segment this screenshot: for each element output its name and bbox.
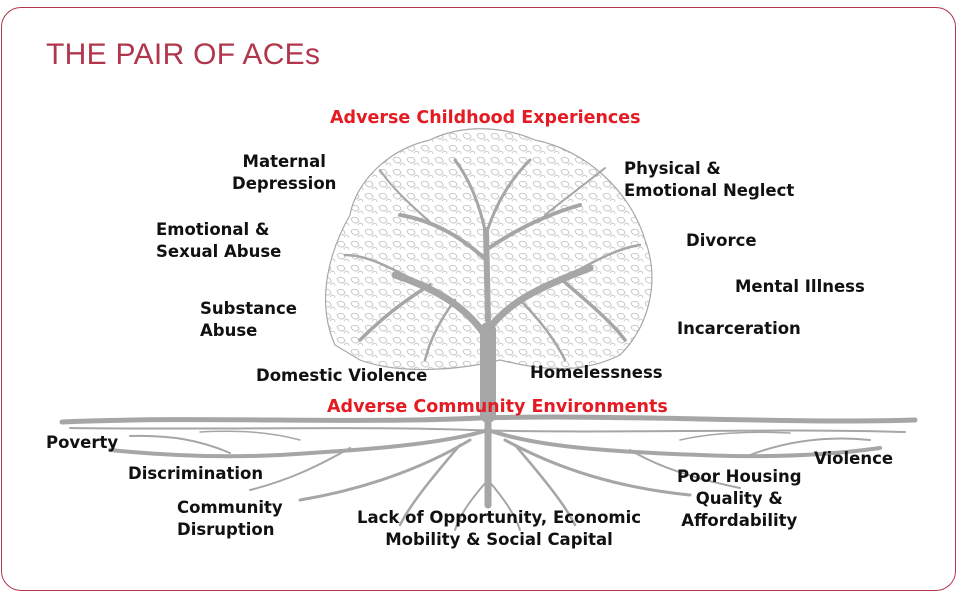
label-line: Quality & xyxy=(695,489,783,508)
label-line: Depression xyxy=(232,174,337,193)
ground-line xyxy=(59,414,918,433)
label-lack-of-opportunity: Lack of Opportunity, Economic Mobility &… xyxy=(357,507,641,551)
label-maternal-depression: Maternal Depression xyxy=(232,151,336,195)
label-homelessness: Homelessness xyxy=(530,363,663,382)
label-line: Substance xyxy=(200,299,298,318)
label-line: Abuse xyxy=(200,321,258,340)
label-line: Disruption xyxy=(177,520,275,539)
label-substance-abuse: Substance Abuse xyxy=(200,298,297,342)
slide-title: THE PAIR OF ACEs xyxy=(46,38,321,71)
label-mental-illness: Mental Illness xyxy=(735,277,865,296)
label-poor-housing: Poor Housing Quality & Affordability xyxy=(677,466,802,532)
label-line: Mobility & Social Capital xyxy=(385,530,613,549)
label-line: Emotional & xyxy=(156,220,270,239)
label-line: Poor Housing xyxy=(677,467,802,486)
label-incarceration: Incarceration xyxy=(677,319,801,338)
label-domestic-violence: Domestic Violence xyxy=(256,366,428,385)
label-discrimination: Discrimination xyxy=(128,464,264,483)
tree-roots xyxy=(108,416,882,531)
adverse-childhood-heading: Adverse Childhood Experiences xyxy=(330,108,641,128)
label-poverty: Poverty xyxy=(46,433,119,452)
tree-branches xyxy=(343,158,642,423)
label-line: Sexual Abuse xyxy=(156,242,282,261)
label-divorce: Divorce xyxy=(686,231,757,250)
label-line: Lack of Opportunity, Economic xyxy=(357,508,642,527)
label-emotional-sexual-abuse: Emotional & Sexual Abuse xyxy=(156,219,281,263)
label-violence: Violence xyxy=(814,449,894,468)
label-physical-emotional-neglect: Physical & Emotional Neglect xyxy=(624,158,794,202)
label-community-disruption: Community Disruption xyxy=(177,497,283,541)
label-line: Maternal xyxy=(242,152,326,171)
label-line: Community xyxy=(177,498,283,517)
label-line: Affordability xyxy=(681,511,798,530)
label-line: Physical & xyxy=(624,159,721,178)
tree-illustration xyxy=(59,128,918,531)
label-line: Emotional Neglect xyxy=(624,181,795,200)
adverse-community-heading: Adverse Community Environments xyxy=(327,397,668,417)
